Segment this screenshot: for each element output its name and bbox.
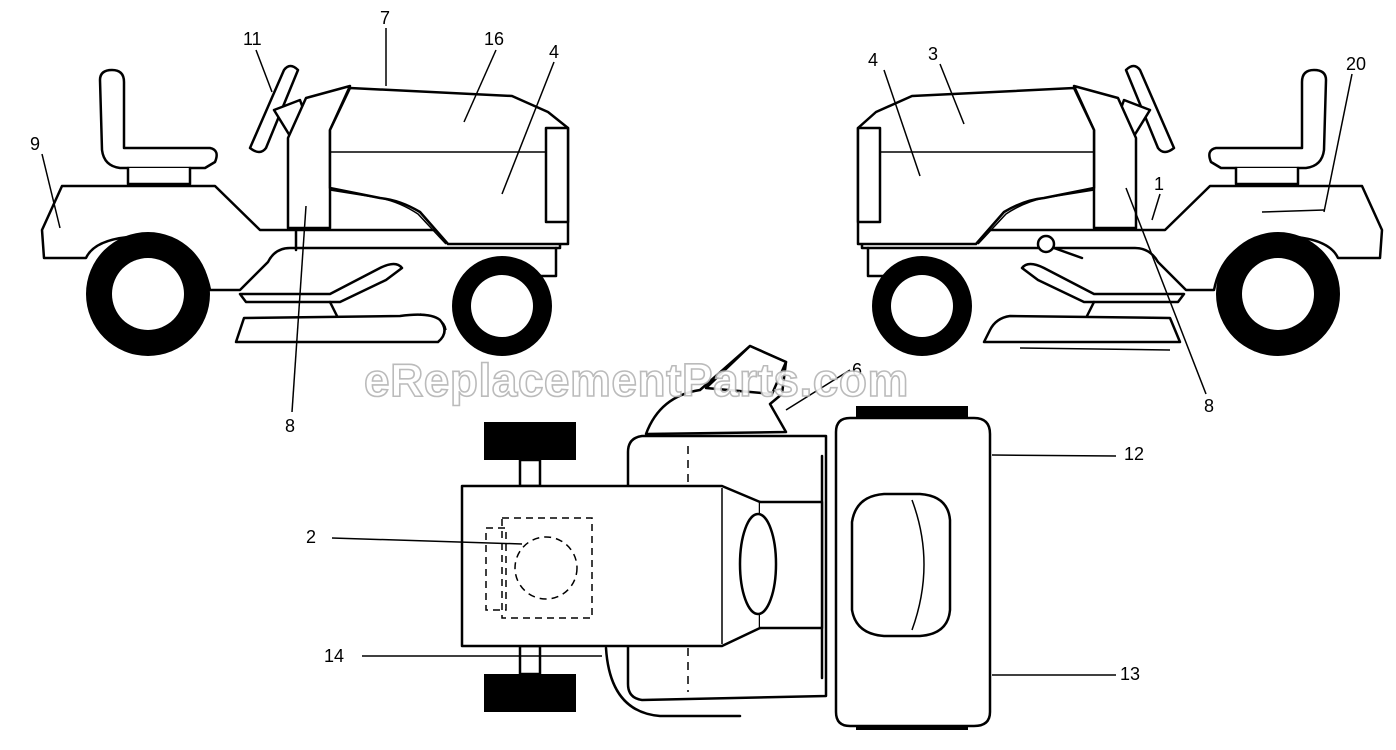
callout-8-right: 8 [1204,396,1214,416]
hood-left [328,86,570,246]
hood-right [856,86,1096,246]
seat-right [1208,68,1328,186]
tractor-top-view [460,344,992,730]
leaders-right [883,63,1353,395]
tractor-left-view [40,64,570,356]
callout-4-right: 4 [868,50,878,70]
callout-8-left: 8 [285,416,295,436]
front-wheel-top-upper [484,422,576,460]
callout-7: 7 [380,8,390,28]
deck-lever-left [238,262,404,304]
leaders-top [331,369,1117,676]
callout-13: 13 [1120,664,1140,684]
dash-right [1072,84,1138,230]
callout-11: 11 [243,29,262,49]
callouts: 9 11 7 16 4 8 4 3 20 1 8 6 12 13 2 14 [30,8,1366,684]
tractor-right-view [856,64,1384,356]
callout-12: 12 [1124,444,1144,464]
callout-1: 1 [1154,174,1164,194]
hood-top [460,484,762,648]
callout-20: 20 [1346,54,1366,74]
seat-top [850,492,952,638]
rear-wheel-top-upper [856,406,968,420]
callout-6: 6 [852,360,862,380]
callout-4-left: 4 [549,42,559,62]
deck-lever-right [1020,262,1186,304]
front-wheel-top-lower [484,674,576,712]
watermark: eReplacementParts.com [364,354,909,406]
seat-left [98,68,218,186]
dash-left [286,84,352,230]
callout-2: 2 [306,527,316,547]
callout-16: 16 [484,29,504,49]
callout-3: 3 [928,44,938,64]
callout-9: 9 [30,134,40,154]
mower-deck-right [982,314,1182,344]
mower-deck-left [234,313,446,344]
leaders-left [41,28,555,413]
callout-14: 14 [324,646,344,666]
